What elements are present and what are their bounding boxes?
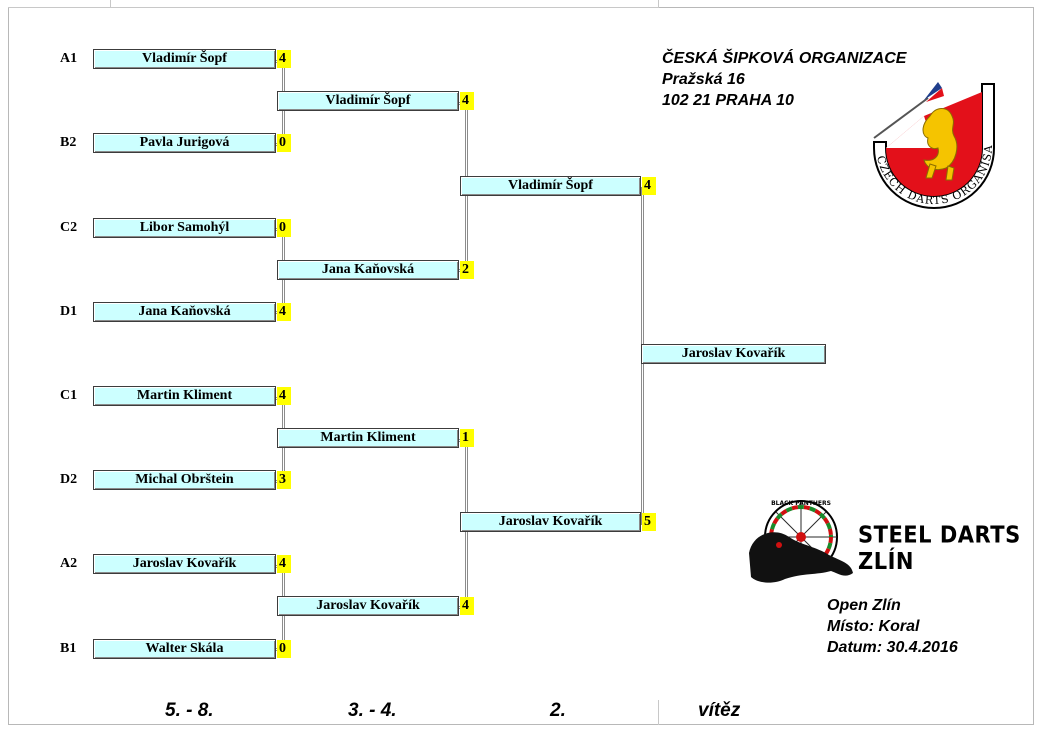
round1-player-box[interactable]: Vladimír Šopf xyxy=(93,49,276,69)
round3-score: 5 xyxy=(642,513,656,531)
round2-score: 4 xyxy=(460,92,474,110)
seed-label: C1 xyxy=(60,388,78,403)
seed-label: C2 xyxy=(60,220,78,235)
round1-player-box[interactable]: Jaroslav Kovařík xyxy=(93,554,276,574)
seed-label: A2 xyxy=(60,556,78,571)
round1-score: 3 xyxy=(277,471,291,489)
seed-label: B2 xyxy=(60,135,77,150)
seed-label: D1 xyxy=(60,304,78,319)
round2-score: 1 xyxy=(460,429,474,447)
round3-score: 4 xyxy=(642,177,656,195)
round3-player-box[interactable]: Vladimír Šopf xyxy=(460,176,641,196)
round2-player-box[interactable]: Jana Kaňovská xyxy=(277,260,459,280)
round2-score: 4 xyxy=(460,597,474,615)
sheet-header-tick xyxy=(658,0,659,8)
lion-icon xyxy=(922,108,958,181)
sheet-footer-tick xyxy=(658,700,659,725)
organization-name: ČESKÁ ŠIPKOVÁ ORGANIZACE xyxy=(662,50,907,67)
organization-city: 102 21 PRAHA 10 xyxy=(662,92,794,109)
round1-score: 0 xyxy=(277,134,291,152)
round2-player-box[interactable]: Martin Kliment xyxy=(277,428,459,448)
seed-label: D2 xyxy=(60,472,78,487)
black-panthers-logo: BLACK PANTHERS xyxy=(749,500,853,583)
event-date: Datum: 30.4.2016 xyxy=(827,639,958,656)
dart-icon xyxy=(873,82,944,139)
round1-score: 4 xyxy=(277,555,291,573)
event-place: Místo: Koral xyxy=(827,618,920,635)
czech-darts-organisation-logo: CZECH DARTS ORGANISATION xyxy=(864,76,995,209)
round-label-3-4: 3. - 4. xyxy=(348,700,397,721)
seed-label: A1 xyxy=(60,51,78,66)
winner-player-box[interactable]: Jaroslav Kovařík xyxy=(641,344,826,364)
round-label-2: 2. xyxy=(550,700,566,721)
round1-player-box[interactable]: Michal Obrštein xyxy=(93,470,276,490)
round2-player-box[interactable]: Jaroslav Kovařík xyxy=(277,596,459,616)
club-name: STEEL DARTS ZLÍN xyxy=(858,521,1021,575)
round2-player-box[interactable]: Vladimír Šopf xyxy=(277,91,459,111)
seed-label: B1 xyxy=(60,641,77,656)
organization-block: ČESKÁ ŠIPKOVÁ ORGANIZACE Pražská 16 102 … xyxy=(662,48,906,111)
round1-score: 4 xyxy=(277,387,291,405)
round1-score: 4 xyxy=(277,303,291,321)
round1-player-box[interactable]: Jana Kaňovská xyxy=(93,302,276,322)
sheet-header-tick xyxy=(110,0,111,8)
round-label-5-8: 5. - 8. xyxy=(165,700,214,721)
sheet-header-line xyxy=(8,7,658,8)
round3-player-box[interactable]: Jaroslav Kovařík xyxy=(460,512,641,532)
event-block: Open Zlín Místo: Koral Datum: 30.4.2016 xyxy=(827,595,958,658)
round2-score: 2 xyxy=(460,261,474,279)
round-label-winner: vítěz xyxy=(698,700,741,721)
event-name: Open Zlín xyxy=(827,597,901,614)
round1-score: 4 xyxy=(277,50,291,68)
round1-player-box[interactable]: Martin Kliment xyxy=(93,386,276,406)
round1-player-box[interactable]: Walter Skála xyxy=(93,639,276,659)
club-logo-text: BLACK PANTHERS xyxy=(771,500,831,507)
round1-player-box[interactable]: Pavla Jurigová xyxy=(93,133,276,153)
round1-score: 0 xyxy=(277,640,291,658)
round1-score: 0 xyxy=(277,219,291,237)
round1-player-box[interactable]: Libor Samohýl xyxy=(93,218,276,238)
organization-street: Pražská 16 xyxy=(662,71,745,88)
